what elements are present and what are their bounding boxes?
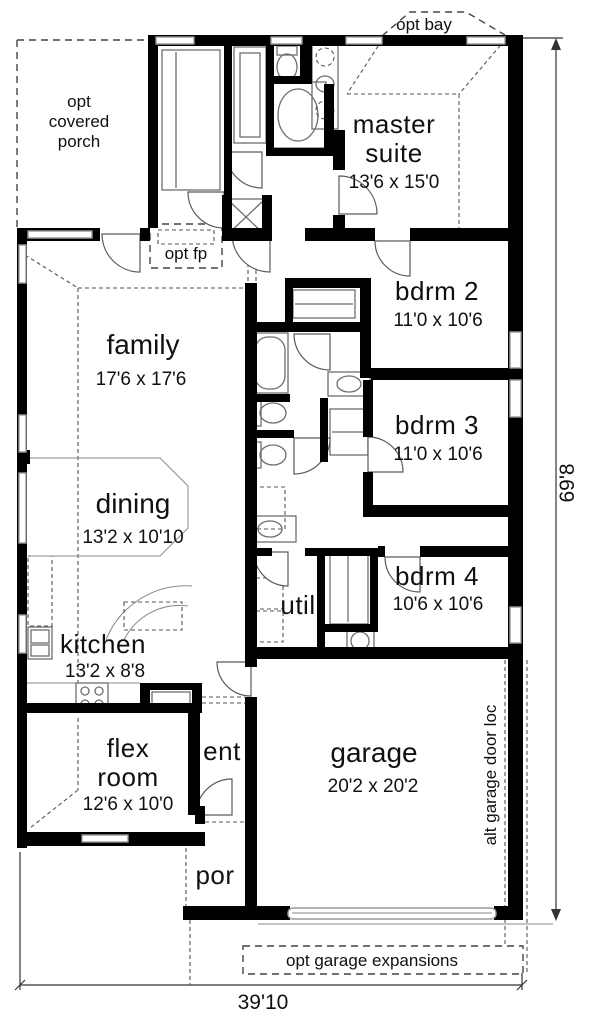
dims-bdrm3: 11'0 x 10'6 <box>393 444 482 465</box>
master-closet <box>161 49 221 191</box>
window-right-3 <box>509 606 522 644</box>
label-porch-3: porch <box>58 132 101 151</box>
stove-burner-2 <box>94 686 104 696</box>
label-flex-2: room <box>97 762 158 792</box>
label-bdrm2: bdrm 2 <box>395 276 479 306</box>
window-flex-south <box>81 834 129 843</box>
door-master-suite <box>338 175 378 215</box>
window-family-north <box>27 230 93 239</box>
label-kitchen: kitchen <box>60 629 146 659</box>
door-garage-ent <box>216 661 252 697</box>
dim-overall-width: 39'10 <box>238 991 289 1014</box>
dims-master: 13'6 x 15'0 <box>349 172 440 193</box>
kitchen-island-counter <box>123 601 183 631</box>
window-left-1 <box>18 244 27 284</box>
shower-inner <box>239 52 261 138</box>
window-left-2 <box>18 414 27 453</box>
label-por: por <box>195 860 234 890</box>
family-tray-ceiling <box>24 254 245 690</box>
label-alt-garage-door: alt garage door loc <box>481 704 500 845</box>
label-opt-fp: opt fp <box>165 244 208 263</box>
dims-dining: 13'2 x 10'10 <box>82 527 183 548</box>
dims-flex: 12'6 x 10'0 <box>83 794 174 815</box>
label-master-1: master <box>353 109 435 139</box>
window-left-4 <box>18 614 27 654</box>
kitchen-island-bar <box>105 585 193 641</box>
door-master-closet <box>187 191 225 229</box>
dining-outline <box>30 457 189 557</box>
door-bdrm2 <box>374 240 411 277</box>
shower <box>233 46 267 144</box>
label-opt-bay: opt bay <box>396 15 452 34</box>
vanity-sink-opt-1 <box>315 47 335 67</box>
door-util <box>253 551 289 587</box>
door-bath1 <box>293 333 331 371</box>
label-bdrm4: bdrm 4 <box>395 561 479 591</box>
toilet-bath1 <box>259 402 287 424</box>
fixtures <box>27 44 553 925</box>
walls <box>17 35 523 920</box>
label-dining: dining <box>96 488 171 519</box>
door-family-porch <box>101 233 141 273</box>
kitchen-sink-cabinet <box>27 626 53 660</box>
bdrm4-closet <box>329 553 369 625</box>
label-family: family <box>106 329 179 360</box>
opt-fireplace-outline <box>149 223 223 269</box>
toilet-bath2 <box>259 444 287 466</box>
labels: opt bay opt covered porch master suite 1… <box>49 15 579 1014</box>
label-bdrm3: bdrm 3 <box>395 410 479 440</box>
bath-vanity-sink <box>336 375 362 393</box>
dryer <box>255 610 284 643</box>
alt-garage-door-dashed <box>504 660 528 975</box>
doors <box>101 151 421 816</box>
label-master-2: suite <box>365 138 422 168</box>
dims-garage: 20'2 x 20'2 <box>328 776 419 797</box>
dim-overall-height: 69'8 <box>556 463 579 502</box>
window-top-2 <box>270 36 303 45</box>
opt-garage-expansions-outline <box>242 945 524 975</box>
door-bdrm3 <box>367 436 404 473</box>
label-garage-expansions: opt garage expansions <box>286 951 458 970</box>
flex-tray-ceiling <box>29 718 79 829</box>
label-garage: garage <box>330 737 417 768</box>
bath-tub <box>254 336 286 390</box>
optional-outlines <box>16 11 528 975</box>
window-right-1 <box>509 331 522 369</box>
windows <box>18 36 522 920</box>
window-right-2 <box>509 379 522 418</box>
master-tray-ceiling <box>346 39 506 233</box>
door-bdrm4 <box>384 556 421 593</box>
dims-bdrm2: 11'0 x 10'6 <box>393 310 482 331</box>
label-porch-2: covered <box>49 112 109 131</box>
label-util: util <box>280 590 315 620</box>
window-top-1 <box>155 36 195 45</box>
dims-family: 17'6 x 17'6 <box>96 369 187 390</box>
kitchen-cabinets <box>27 555 53 627</box>
window-top-3 <box>345 36 383 45</box>
opt-bay-outline <box>381 11 506 37</box>
opt-firebox <box>157 229 215 245</box>
ent-opening <box>202 696 245 704</box>
dimension-lines <box>14 37 563 991</box>
linen-cabinet <box>252 486 286 530</box>
hall-vanity-sink <box>257 520 283 538</box>
dims-bdrm4: 10'6 x 10'6 <box>393 594 484 615</box>
label-ent: ent <box>203 736 241 766</box>
label-flex-1: flex <box>107 733 149 763</box>
kitchen-sink-bowl-1 <box>30 629 50 644</box>
stove-burner-1 <box>80 686 90 696</box>
window-left-3 <box>18 472 27 544</box>
window-top-4 <box>466 36 506 45</box>
opt-covered-porch-outline <box>16 39 148 228</box>
kitchen-sink-bowl-2 <box>30 644 50 657</box>
label-porch-1: opt <box>67 92 91 111</box>
porch-edge-dashed <box>185 821 245 906</box>
dims-kitchen: 13'2 x 8'8 <box>65 661 145 682</box>
